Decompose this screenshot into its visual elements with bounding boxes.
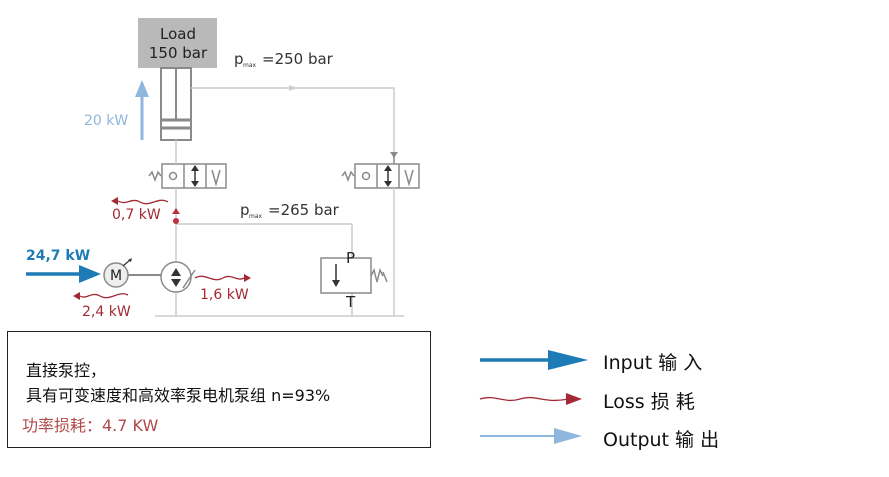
legend-loss-label: Loss 损 耗 [603, 391, 695, 413]
output-power-label: 20 kW [84, 113, 128, 129]
valve-loss-arrow [111, 197, 169, 205]
pump-loss-arrow [194, 274, 251, 282]
hydraulic-pump [160, 261, 196, 293]
motor-loss-label: 2,4 kW [82, 304, 131, 320]
pmax-mid-sub: max [249, 213, 263, 220]
input-power-label: 24,7 kW [26, 248, 90, 264]
legend-input-label: Input 输 入 [603, 352, 703, 374]
info-line-1: 直接泵控， [26, 361, 107, 380]
load-pressure: 150 bar [149, 44, 208, 62]
pmax-top-sub: max [243, 62, 257, 69]
legend-input-symbol [480, 350, 588, 370]
pump-loss-label: 1,6 kW [200, 287, 249, 303]
loss-flow-markers [172, 208, 180, 224]
pipe-top [191, 85, 395, 158]
directional-valve-left [148, 163, 227, 189]
pmax-top-p: p [234, 50, 244, 68]
info-power-loss: 功率损耗：4.7 KW [22, 416, 159, 435]
directional-valve-right [341, 152, 420, 189]
input-power-arrow [26, 265, 101, 283]
relief-port-t: T [345, 293, 356, 311]
legend-output-label: Output 输 出 [603, 429, 720, 451]
pmax-mid-value: =265 bar [268, 201, 340, 219]
output-power-arrow [135, 80, 149, 140]
valve-loss-label: 0,7 kW [112, 207, 161, 223]
load-title: Load [160, 25, 196, 43]
pmax-mid-p: p [240, 201, 250, 219]
pmax-top-value: =250 bar [262, 50, 334, 68]
electric-motor [103, 258, 161, 288]
load-box [138, 18, 217, 68]
motor-label: M [110, 268, 122, 284]
relief-port-p: P [346, 249, 355, 267]
info-box: 直接泵控， 具有可变速度和高效率泵电机泵组 n=93% 功率损耗：4.7 KW [7, 331, 431, 448]
info-line-2: 具有可变速度和高效率泵电机泵组 n=93% [26, 386, 331, 405]
pressure-relief-valve [320, 257, 388, 294]
legend-output-symbol [480, 428, 582, 444]
motor-loss-arrow [73, 292, 129, 300]
hydraulic-cylinder [160, 67, 192, 141]
pipe-network [155, 140, 404, 317]
legend-loss-symbol [479, 393, 582, 405]
